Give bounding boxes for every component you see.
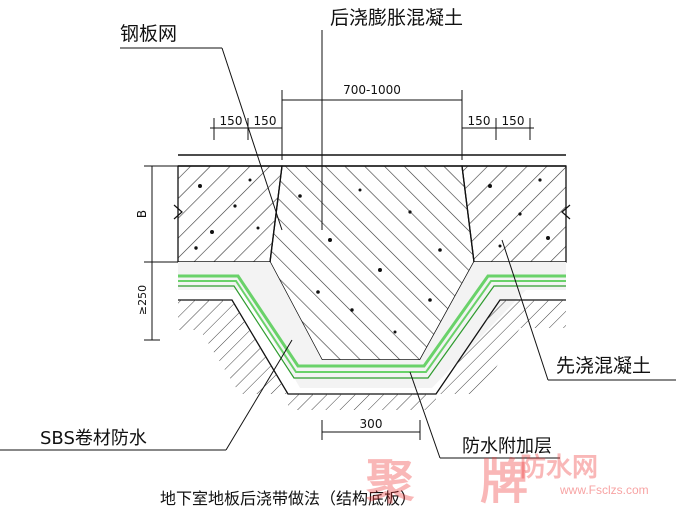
watermark-url: www.Fsclzs.com xyxy=(559,483,649,497)
label-sbs-waterproof: SBS卷材防水 xyxy=(40,428,147,449)
soil-left xyxy=(178,300,288,394)
protective-layer-fill xyxy=(178,262,566,388)
watermark-logo-text: 聚 xyxy=(365,454,415,510)
dim-depth: ≥250 xyxy=(136,285,149,315)
label-steel-mesh: 钢板网 xyxy=(120,23,177,45)
leader-sbs xyxy=(225,339,293,451)
soil-bottom xyxy=(288,394,436,410)
dim-left-outer: 150 xyxy=(220,114,243,128)
waterproof-layer-1 xyxy=(178,274,566,368)
watermark-site-name: 防水网 xyxy=(520,453,598,483)
label-waterproof-extra-layer: 防水附加层 xyxy=(462,436,552,457)
label-post-pour-concrete: 后浇膨胀混凝土 xyxy=(330,7,463,29)
dim-right-outer: 150 xyxy=(502,114,525,128)
break-mark-right xyxy=(561,204,571,220)
leader-steel-mesh xyxy=(221,47,283,231)
break-mark-left xyxy=(173,204,183,220)
dim-band-width: 700-1000 xyxy=(343,83,401,97)
dim-bottom-width: 300 xyxy=(360,417,383,431)
waterproof-layer-2 xyxy=(178,280,566,373)
watermark-logo-text-2: 牌 xyxy=(480,454,528,510)
label-pre-pour-concrete: 先浇混凝土 xyxy=(556,355,651,377)
leader-pre-pour xyxy=(501,239,549,381)
watermark-logo: 聚 牌 防水网 www.Fsclzs.com xyxy=(365,453,649,510)
dim-right-inner: 150 xyxy=(468,114,491,128)
leader-extra-layer xyxy=(409,371,441,459)
soil-right xyxy=(436,300,566,394)
dim-slab-thickness: B xyxy=(135,210,149,218)
dim-left-inner: 150 xyxy=(254,114,277,128)
pre-pour-concrete-right xyxy=(461,165,567,263)
waterproof-layer-3 xyxy=(178,285,566,379)
concrete-aggregate-dots xyxy=(194,178,550,334)
diagram-caption: 地下室地板后浇带做法（结构底板） xyxy=(160,489,416,508)
pre-pour-concrete-left xyxy=(177,165,283,263)
